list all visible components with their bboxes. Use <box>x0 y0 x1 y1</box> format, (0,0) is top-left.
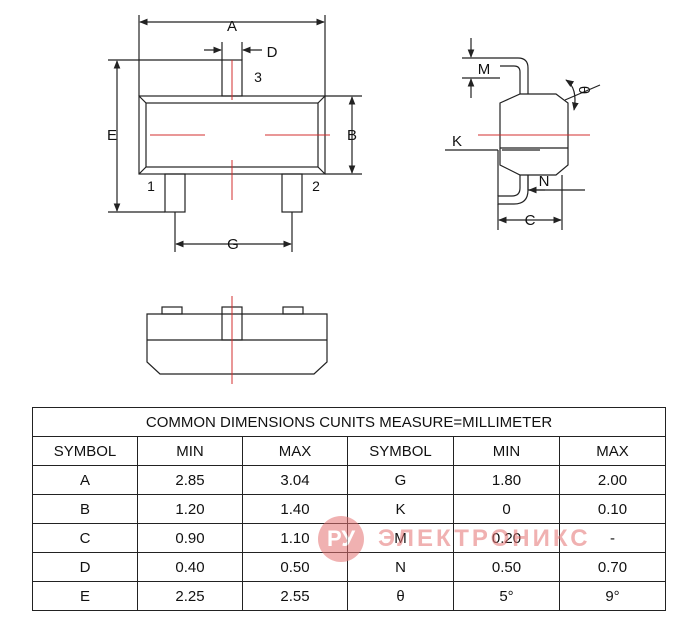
header-max: MAX <box>242 436 348 466</box>
top-view <box>108 15 362 252</box>
header-min: MIN <box>453 436 560 466</box>
label-pin2: 2 <box>312 178 320 194</box>
label-pin3: 3 <box>254 69 262 85</box>
table-cell: M <box>347 523 454 553</box>
label-b: B <box>347 127 357 144</box>
table-cell: 1.10 <box>242 523 348 553</box>
table-row: C 0.90 1.10 M 0.20 - <box>32 523 667 553</box>
label-m: M <box>478 61 491 78</box>
label-pin1: 1 <box>147 178 155 194</box>
label-n: N <box>539 173 550 190</box>
table-cell: 0.10 <box>558 494 667 524</box>
table-title-row: COMMON DIMENSIONS CUNITS MEASURE=MILLIME… <box>31 407 667 437</box>
side-view <box>445 38 601 230</box>
table-title: COMMON DIMENSIONS CUNITS MEASURE=MILLIME… <box>31 407 667 437</box>
table-cell: θ <box>347 581 454 611</box>
table-cell: 9° <box>558 581 667 611</box>
table-cell: 1.20 <box>137 494 243 524</box>
table-cell: 2.25 <box>137 581 243 611</box>
table-cell: 2.55 <box>242 581 348 611</box>
table-cell: 3.04 <box>242 465 348 495</box>
table-row: A 2.85 3.04 G 1.80 2.00 <box>32 465 667 495</box>
label-e: E <box>107 127 117 144</box>
table-cell: 0 <box>453 494 560 524</box>
front-lead-left <box>161 306 183 315</box>
table-cell: G <box>347 465 454 495</box>
dimensions-table: COMMON DIMENSIONS CUNITS MEASURE=MILLIME… <box>31 407 667 611</box>
front-view <box>146 306 328 375</box>
label-c: C <box>525 212 536 229</box>
table-cell: E <box>32 581 138 611</box>
table-cell: 0.70 <box>558 552 667 582</box>
table-cell: 1.40 <box>242 494 348 524</box>
table-cell: 5° <box>453 581 560 611</box>
table-cell: 0.40 <box>137 552 243 582</box>
front-lead-right <box>282 306 304 315</box>
side-lead <box>500 57 529 94</box>
table-cell: K <box>347 494 454 524</box>
header-max: MAX <box>558 436 667 466</box>
package-drawing: A D 3 E B 1 2 G M θ K N C <box>107 15 601 384</box>
header-symbol: SYMBOL <box>32 436 138 466</box>
front-body <box>146 313 328 375</box>
top-view-centerlines <box>150 60 330 200</box>
table-cell: 2.00 <box>558 465 667 495</box>
side-body <box>499 93 569 176</box>
table-header-row: SYMBOL MIN MAX SYMBOL MIN MAX <box>32 436 667 466</box>
label-d: D <box>267 44 278 61</box>
table-cell: 0.90 <box>137 523 243 553</box>
header-symbol: SYMBOL <box>347 436 454 466</box>
table-cell: A <box>32 465 138 495</box>
table-cell: B <box>32 494 138 524</box>
table-cell: 2.85 <box>137 465 243 495</box>
lead-1 <box>164 173 186 213</box>
label-theta: θ <box>577 86 594 94</box>
label-k: K <box>452 133 462 150</box>
table-row: B 1.20 1.40 K 0 0.10 <box>32 494 667 524</box>
table-cell: 0.50 <box>453 552 560 582</box>
label-g: G <box>227 236 239 253</box>
table-cell: - <box>558 523 667 553</box>
table-row: E 2.25 2.55 θ 5° 9° <box>32 581 667 611</box>
header-min: MIN <box>137 436 243 466</box>
table-cell: D <box>32 552 138 582</box>
table-cell: 0.20 <box>453 523 560 553</box>
label-a: A <box>227 18 237 35</box>
table-cell: N <box>347 552 454 582</box>
table-row: D 0.40 0.50 N 0.50 0.70 <box>32 552 667 582</box>
table-cell: C <box>32 523 138 553</box>
table-cell: 0.50 <box>242 552 348 582</box>
lead-2 <box>281 173 303 213</box>
table-cell: 1.80 <box>453 465 560 495</box>
